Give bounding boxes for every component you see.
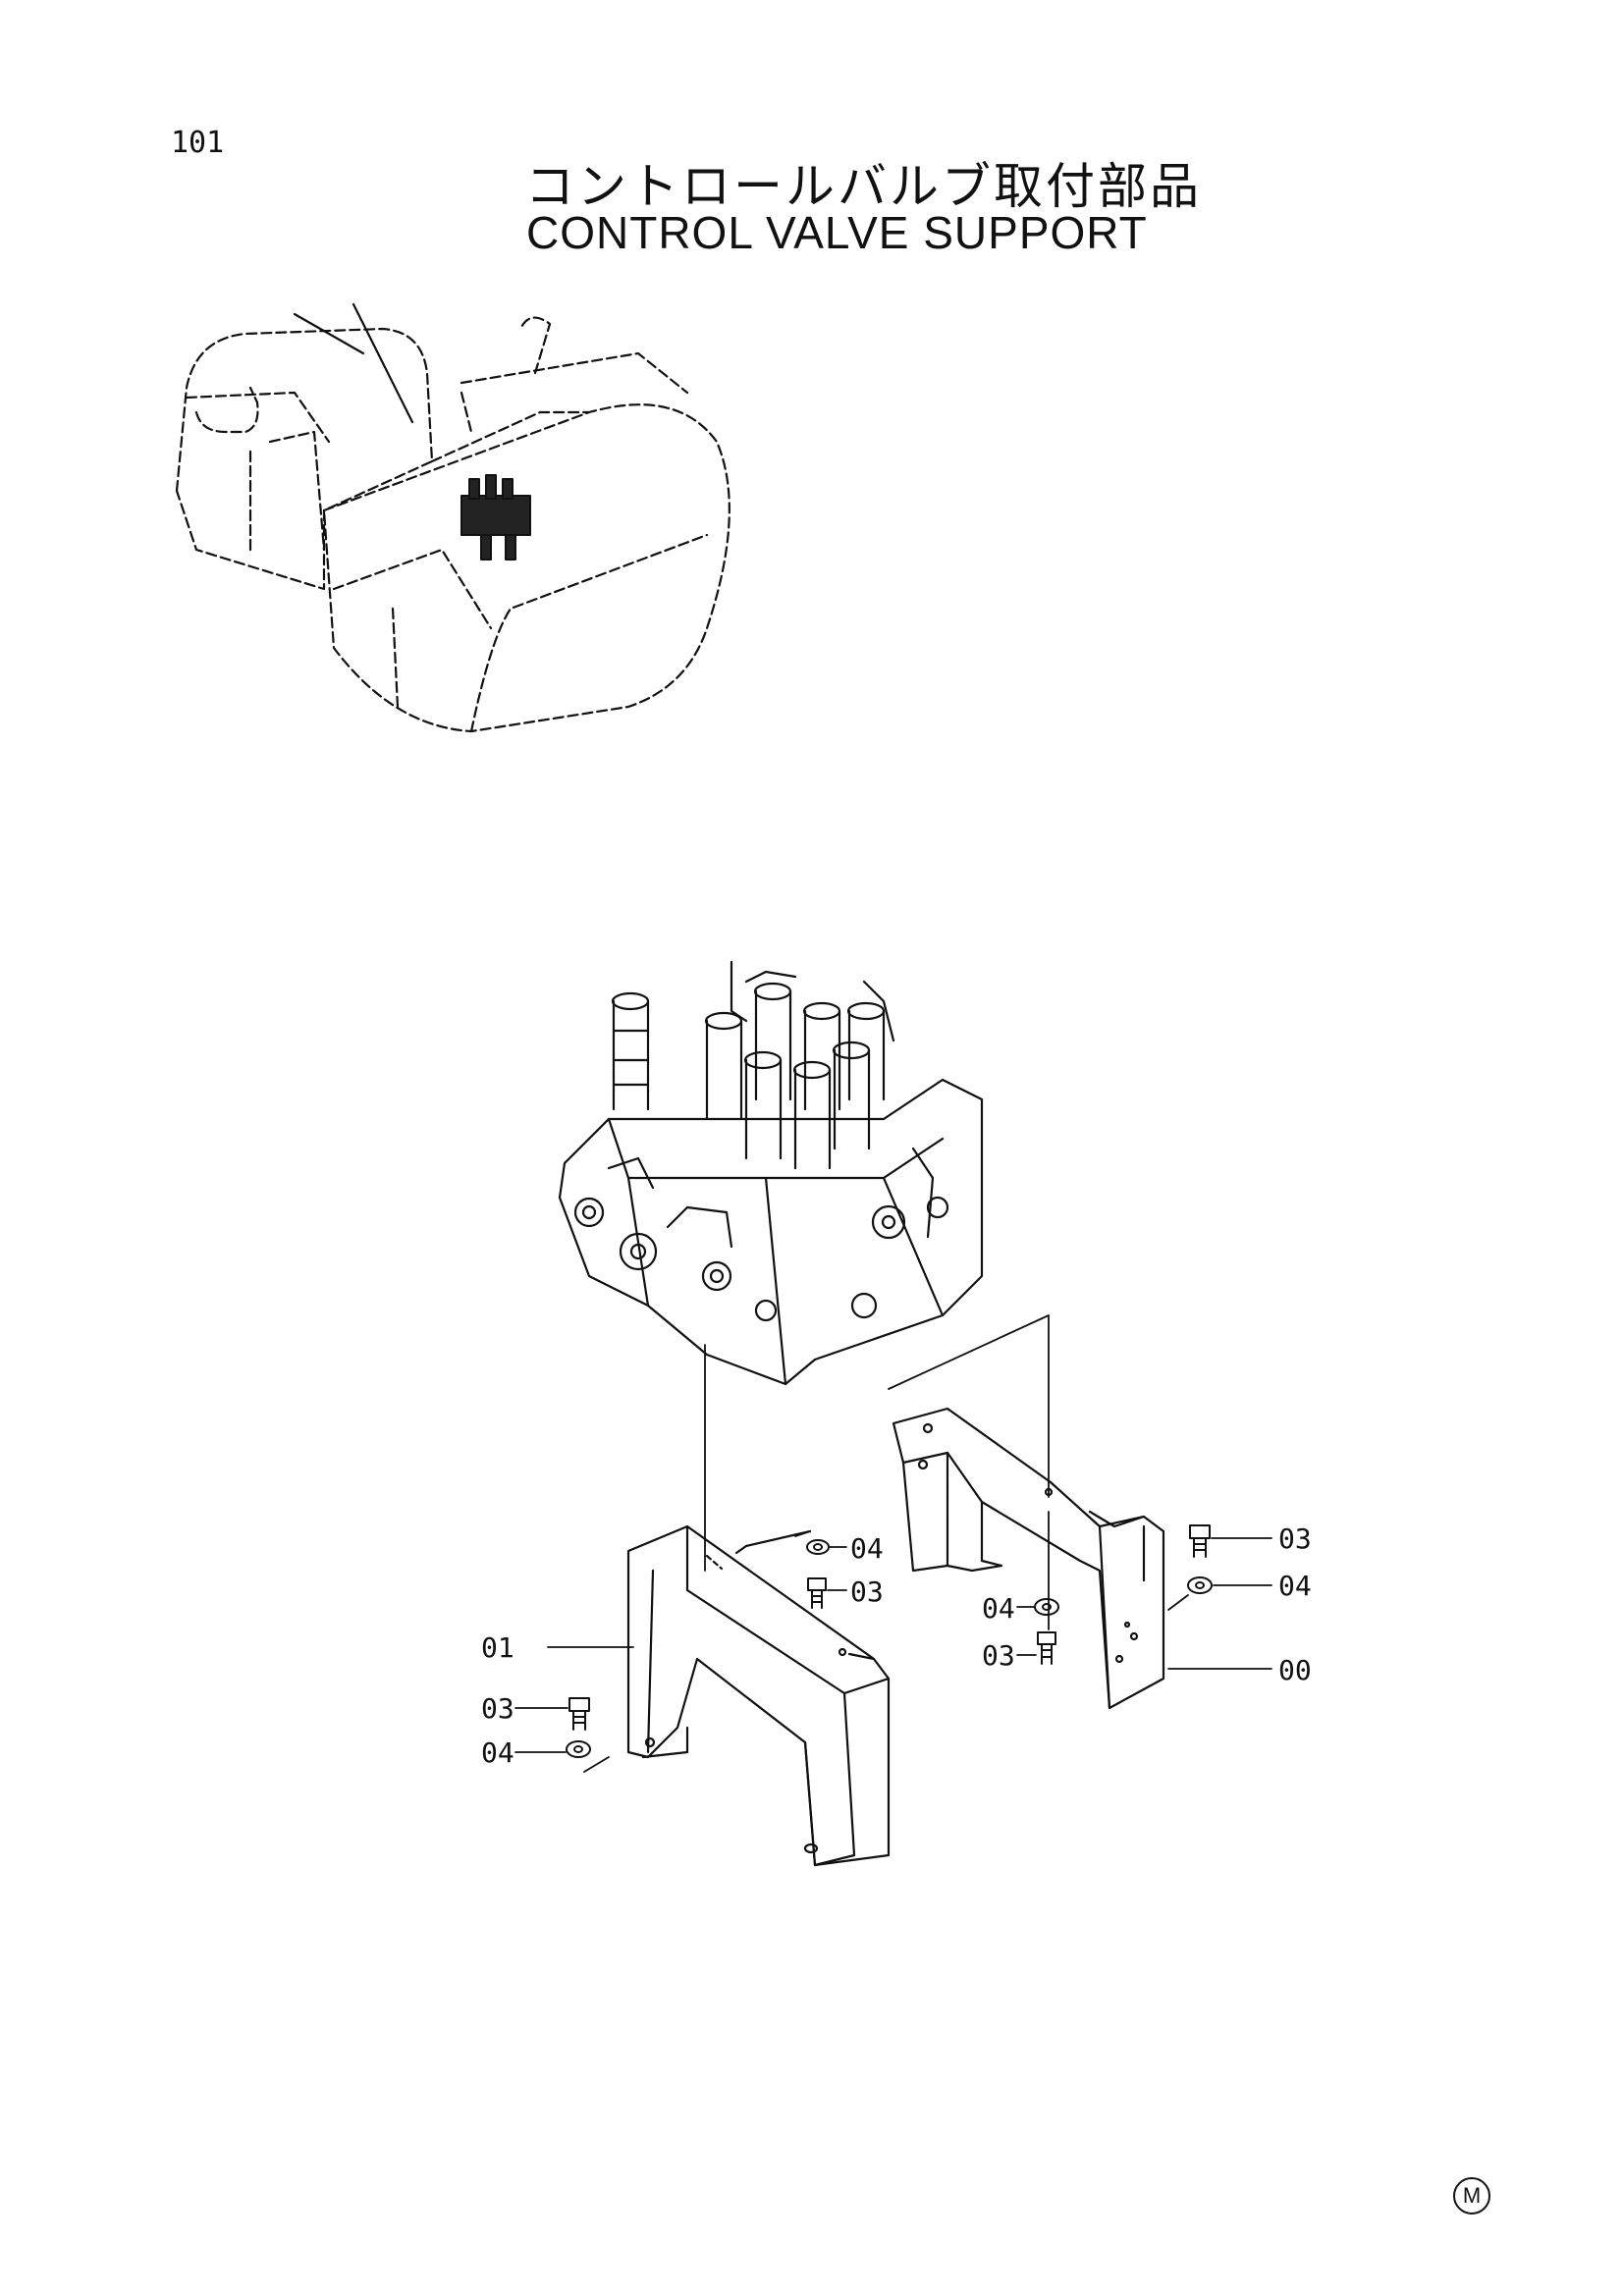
callout-03: 03	[982, 1639, 1015, 1672]
page-number: 101	[171, 126, 225, 160]
callout-01: 01	[481, 1631, 514, 1664]
callout-00: 00	[1278, 1654, 1312, 1686]
control-valve-illustration	[558, 960, 984, 1386]
callout-03: 03	[850, 1575, 884, 1608]
callout-04: 04	[481, 1736, 514, 1769]
callout-03: 03	[1278, 1522, 1312, 1555]
bracket-01-illustration	[626, 1524, 891, 1867]
overview-valve-highlight	[460, 474, 531, 561]
bracket-00-illustration	[892, 1407, 1165, 1710]
title-japanese: コントロールバルブ取付部品	[525, 158, 1202, 215]
title-english: CONTROL VALVE SUPPORT	[526, 207, 1148, 258]
excavator-overview-illustration	[175, 302, 730, 733]
callout-04: 04	[982, 1592, 1015, 1625]
callout-04: 04	[1278, 1570, 1312, 1602]
callout-leaders	[514, 1530, 1272, 1773]
callout-04: 04	[850, 1532, 884, 1565]
bolts-and-washers	[566, 1524, 1213, 1758]
callout-03: 03	[481, 1692, 514, 1725]
corner-mark: M	[1453, 2177, 1490, 2215]
